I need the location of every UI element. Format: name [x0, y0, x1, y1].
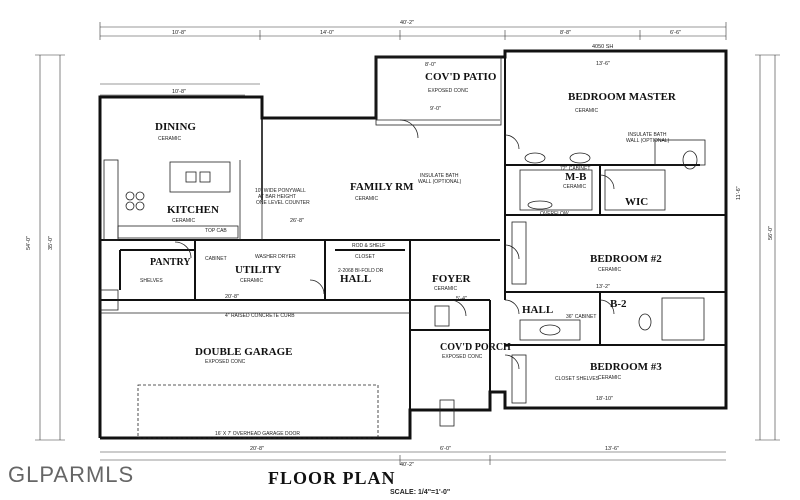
- room-label-bedroom2: BEDROOM #2: [590, 253, 662, 265]
- note-shelves: SHELVES: [140, 278, 163, 284]
- note-insulate-1: INSULATE BATH: [420, 173, 459, 179]
- dining-finish: CERAMIC: [158, 136, 181, 142]
- patio-outline: [375, 56, 502, 126]
- dim-overall-top: 40'-2": [400, 20, 414, 26]
- note-insulate-2: INSULATE BATH: [628, 132, 667, 138]
- dim-overall-bottom: 40'-2": [400, 462, 414, 468]
- room-label-hall2: HALL: [522, 304, 553, 316]
- note-ponywall-2: AT BAR HEIGHT: [258, 194, 296, 200]
- note-overflow: OVERFLOW: [540, 211, 569, 217]
- dim-bottom-right: 13'-6": [605, 446, 619, 452]
- room-label-foyer: FOYER: [432, 273, 472, 285]
- patio-finish: EXPOSED CONC: [428, 88, 469, 94]
- note-rod-shelf: ROD & SHELF: [352, 243, 385, 249]
- hall-bath-fixtures: [519, 297, 705, 341]
- master-finish: CERAMIC: [575, 108, 598, 114]
- plan-title: FLOOR PLAN: [268, 468, 396, 488]
- room-label-covd-porch: COV'D PORCH: [440, 342, 511, 353]
- note-washer-dryer: WASHER DRYER: [255, 254, 296, 260]
- foyer-finish: CERAMIC: [434, 286, 457, 292]
- dim-window-4050: 4050 SH: [592, 44, 613, 50]
- note-insulate-2b: WALL (OPTIONAL): [626, 138, 670, 144]
- exterior-walls: [98, 49, 728, 440]
- watermark-logo: GLPARMLS: [8, 462, 135, 487]
- note-cabinet-36: 36" CABINET: [566, 314, 596, 320]
- room-label-hall1: HALL: [340, 273, 371, 285]
- dim-master-width: 13'-6": [596, 61, 610, 67]
- garage-details: [99, 289, 410, 439]
- utility-finish: CERAMIC: [240, 278, 263, 284]
- room-label-b2: B-2: [610, 298, 627, 310]
- room-label-garage: DOUBLE GARAGE: [195, 346, 293, 358]
- note-bifold: 2-2068 BI-FOLD DR: [338, 268, 384, 274]
- dim-garage-width: 20'-8": [225, 294, 239, 300]
- garage-finish: EXPOSED CONC: [205, 359, 246, 365]
- plan-scale: SCALE: 1/4"=1'-0": [390, 489, 451, 496]
- dim-h1: 8'-0": [425, 62, 436, 68]
- room-label-kitchen: KITCHEN: [167, 204, 219, 216]
- dim-h4: 11'-6": [736, 186, 742, 200]
- dim-top-r1: 8'-8": [560, 30, 571, 36]
- note-cabinet: CABINET: [205, 256, 227, 262]
- family-finish: CERAMIC: [355, 196, 378, 202]
- dim-top-mid: 14'-0": [320, 30, 334, 36]
- kitchen-finish: CERAMIC: [172, 218, 195, 224]
- dim-left-overall: 54'-0": [26, 236, 32, 250]
- note-top-cab: TOP CAB: [205, 228, 227, 234]
- closet-lines: [434, 221, 527, 427]
- dimension-lines: [35, 22, 780, 465]
- dim-bottom-left: 20'-8": [250, 446, 264, 452]
- mb-finish: CERAMIC: [563, 184, 586, 190]
- dim-br2-width: 13'-2": [596, 284, 610, 290]
- master-bath-fixtures: [519, 139, 706, 211]
- room-label-wic: WIC: [625, 196, 648, 208]
- bedroom3-finish: CERAMIC: [598, 375, 621, 381]
- dim-right-overall: 56'-0": [768, 226, 774, 240]
- room-label-covd-patio: COV'D PATIO: [425, 71, 497, 83]
- note-cabinet-72: 72" CABINET: [560, 166, 590, 172]
- room-label-bedroom3: BEDROOM #3: [590, 361, 662, 373]
- note-ponywall: 10" WIDE PONYWALL: [255, 188, 306, 194]
- note-ponywall-3: ONE LEVEL COUNTER: [256, 200, 310, 206]
- dim-family-width: 26'-8": [290, 218, 304, 224]
- door-swings: [174, 119, 615, 370]
- note-garage-door: 16' X 7' OVERHEAD GARAGE DOOR: [215, 431, 300, 437]
- dim-h2: 9'-0": [430, 106, 441, 112]
- bedroom2-finish: CERAMIC: [598, 267, 621, 273]
- room-label-pantry: PANTRY: [150, 257, 191, 268]
- dim-br3-width: 18'-10": [596, 396, 613, 402]
- interior-walls: [100, 57, 726, 438]
- room-label-mb: M-B: [565, 171, 587, 183]
- note-closet: CLOSET: [355, 254, 375, 260]
- room-label-family: FAMILY RM: [350, 181, 414, 193]
- dim-top-r2: 6'-6": [670, 30, 681, 36]
- note-closet-shelves: CLOSET SHELVES: [555, 376, 600, 382]
- dim-h3: 5'-4": [456, 296, 467, 302]
- dim-bottom-mid: 6'-0": [440, 446, 451, 452]
- note-curb: 4" RAISED CONCRETE CURB: [225, 313, 295, 319]
- note-insulate-1b: WALL (OPTIONAL): [418, 179, 462, 185]
- room-label-master-bedroom: BEDROOM MASTER: [568, 91, 677, 103]
- dim-top-left: 10'-8": [172, 30, 186, 36]
- porch-finish: EXPOSED CONC: [442, 354, 483, 360]
- room-label-utility: UTILITY: [235, 264, 282, 276]
- dim-left-part: 35'-0": [48, 236, 54, 250]
- dim-dining-width: 10'-8": [172, 89, 186, 95]
- kitchen-counters: [103, 159, 263, 241]
- room-label-dining: DINING: [155, 121, 196, 133]
